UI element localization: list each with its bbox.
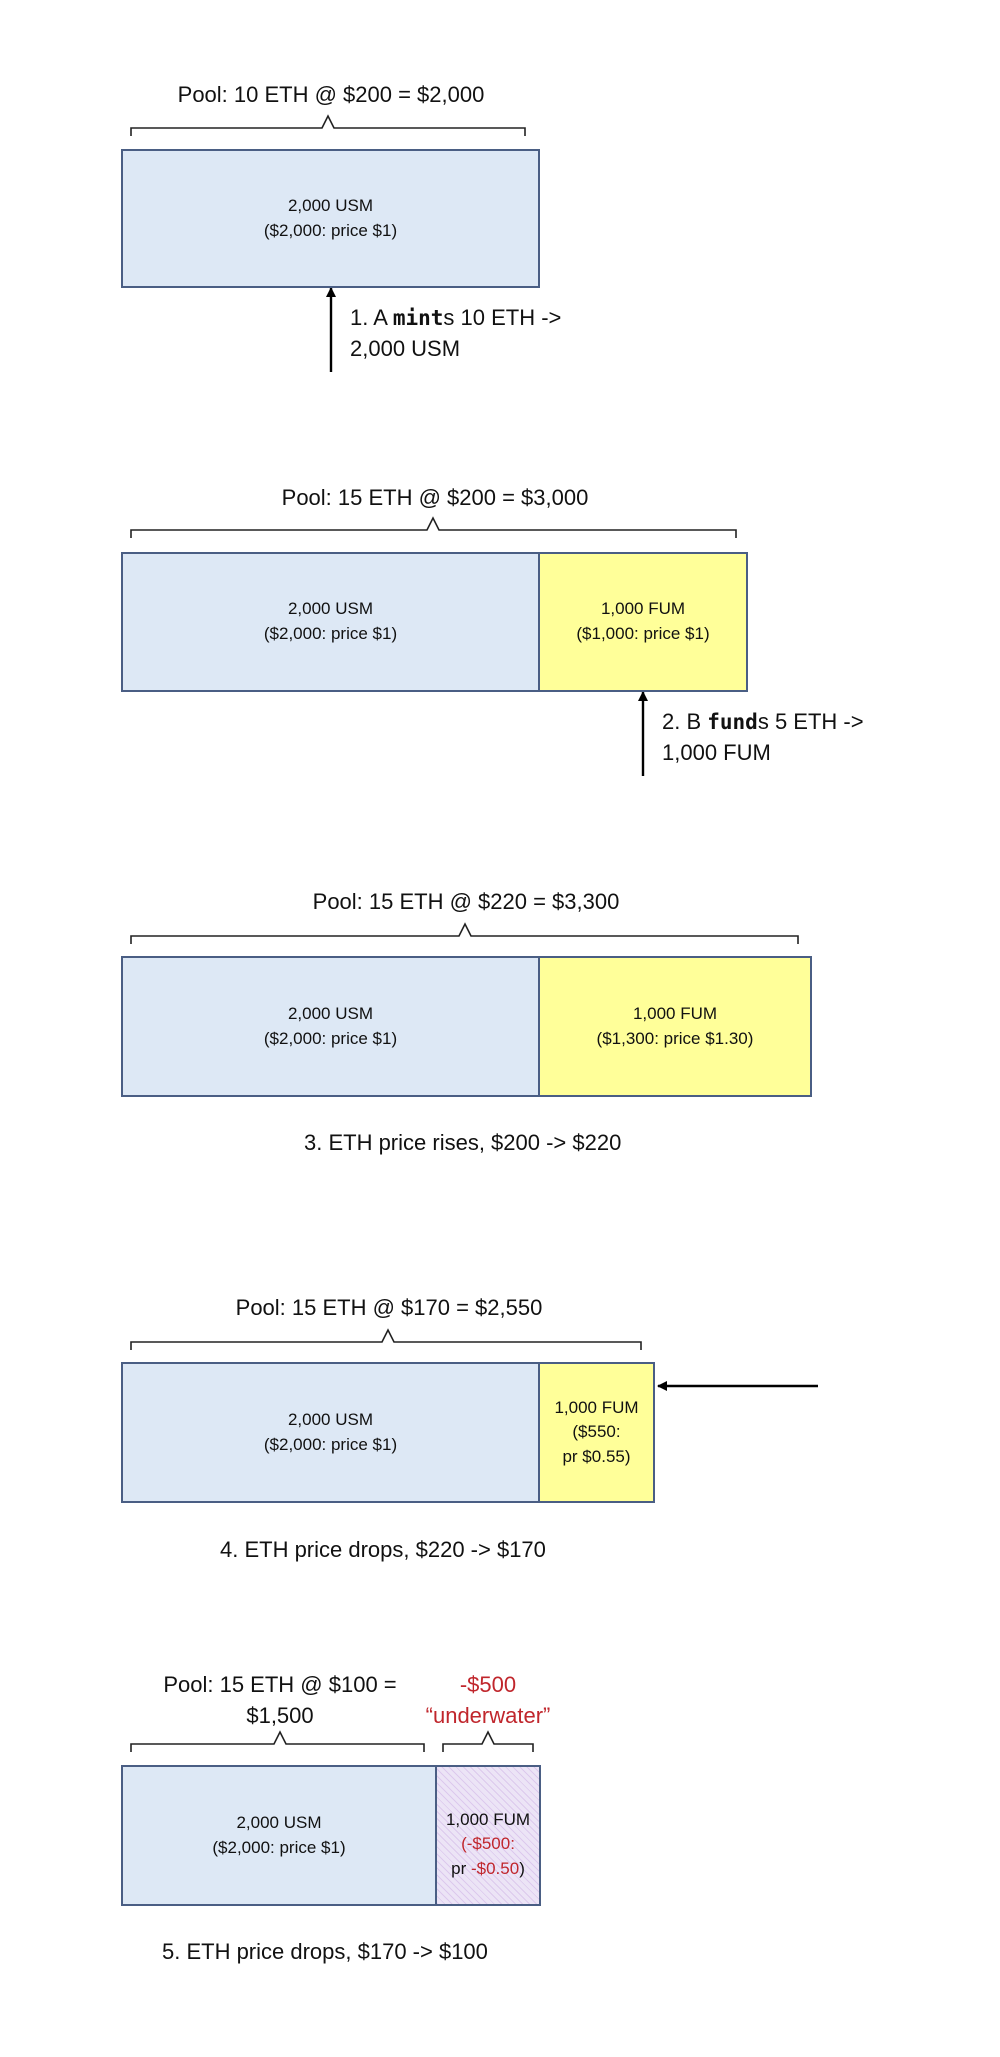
pool-label-2: Pool: 15 ETH @ $200 = $3,000 bbox=[281, 485, 589, 510]
mint-verb: mint bbox=[392, 306, 444, 330]
usm-value: ($2,000: price $1) bbox=[263, 624, 398, 643]
fum-box-3: 1,000 FUM ($1,300: price $1.30) bbox=[538, 956, 812, 1097]
pool-label-1: Pool: 10 ETH @ $200 = $2,000 bbox=[177, 82, 485, 107]
usm-value: ($2,000: price $1) bbox=[263, 220, 398, 240]
pool-brace-2 bbox=[130, 516, 737, 538]
fum-box-4: 1,000 FUM ($550: pr $0.55) bbox=[538, 1362, 655, 1503]
fum-price: pr $0.55) bbox=[562, 1446, 631, 1466]
step-3-caption: 3. ETH price rises, $200 -> $220 bbox=[304, 1130, 622, 1155]
fum-value: ($1,000: price $1) bbox=[576, 624, 710, 643]
usm-box-1: 2,000 USM ($2,000: price $1) bbox=[121, 149, 540, 288]
pool-label-3: Pool: 15 ETH @ $220 = $3,300 bbox=[312, 889, 620, 914]
usm-value: ($2,000: price $1) bbox=[263, 1028, 398, 1048]
fum-box-5-underwater: 1,000 FUM (-$500: pr -$0.50) bbox=[435, 1765, 541, 1906]
step-5-caption: 5. ETH price drops, $170 -> $100 bbox=[162, 1939, 488, 1964]
usm-amount: 2,000 USM bbox=[287, 1003, 374, 1023]
pool-brace-5 bbox=[130, 1730, 425, 1752]
usm-value: ($2,000: price $1) bbox=[212, 1837, 346, 1857]
usm-box-5: 2,000 USM ($2,000: price $1) bbox=[121, 1765, 437, 1906]
fum-amount: 1,000 FUM bbox=[554, 1397, 639, 1417]
usm-value: ($2,000: price $1) bbox=[263, 1434, 398, 1454]
step-4-caption: 4. ETH price drops, $220 -> $170 bbox=[220, 1537, 546, 1562]
usm-amount: 2,000 USM bbox=[236, 1812, 322, 1832]
fum-value: ($1,300: price $1.30) bbox=[596, 1028, 754, 1048]
fum-value: (-$500: bbox=[461, 1834, 515, 1854]
usm-amount: 2,000 USM bbox=[287, 599, 374, 619]
pool-label-5: Pool: 15 ETH @ $100 = $1,500 bbox=[163, 1672, 397, 1728]
usm-box-3: 2,000 USM ($2,000: price $1) bbox=[121, 956, 540, 1097]
fum-amount: 1,000 FUM bbox=[600, 599, 686, 619]
underwater-brace bbox=[442, 1730, 534, 1752]
fum-amount: 1,000 FUM bbox=[632, 1003, 718, 1023]
pool-brace-3 bbox=[130, 922, 799, 944]
step-2-label: 2. B funds 5 ETH -> 1,000 FUM bbox=[662, 709, 864, 765]
pool-label-4: Pool: 15 ETH @ $170 = $2,550 bbox=[235, 1295, 543, 1320]
fum-box-2: 1,000 FUM ($1,000: price $1) bbox=[538, 552, 748, 692]
fum-amount: 1,000 FUM bbox=[445, 1809, 531, 1829]
pool-brace-1 bbox=[130, 114, 526, 136]
usm-amount: 2,000 USM bbox=[287, 1409, 374, 1429]
fum-value: ($550: bbox=[572, 1422, 621, 1442]
usm-box-4: 2,000 USM ($2,000: price $1) bbox=[121, 1362, 540, 1503]
usm-amount: 2,000 USM bbox=[287, 195, 374, 215]
step-1-label: 1. A mints 10 ETH -> 2,000 USM bbox=[350, 305, 562, 361]
pool-brace-4 bbox=[130, 1328, 642, 1350]
usm-box-2: 2,000 USM ($2,000: price $1) bbox=[121, 552, 540, 692]
fund-verb: fund bbox=[707, 710, 758, 734]
underwater-label: -$500 “underwater” bbox=[425, 1672, 551, 1728]
fum-price: pr -$0.50) bbox=[451, 1858, 525, 1878]
